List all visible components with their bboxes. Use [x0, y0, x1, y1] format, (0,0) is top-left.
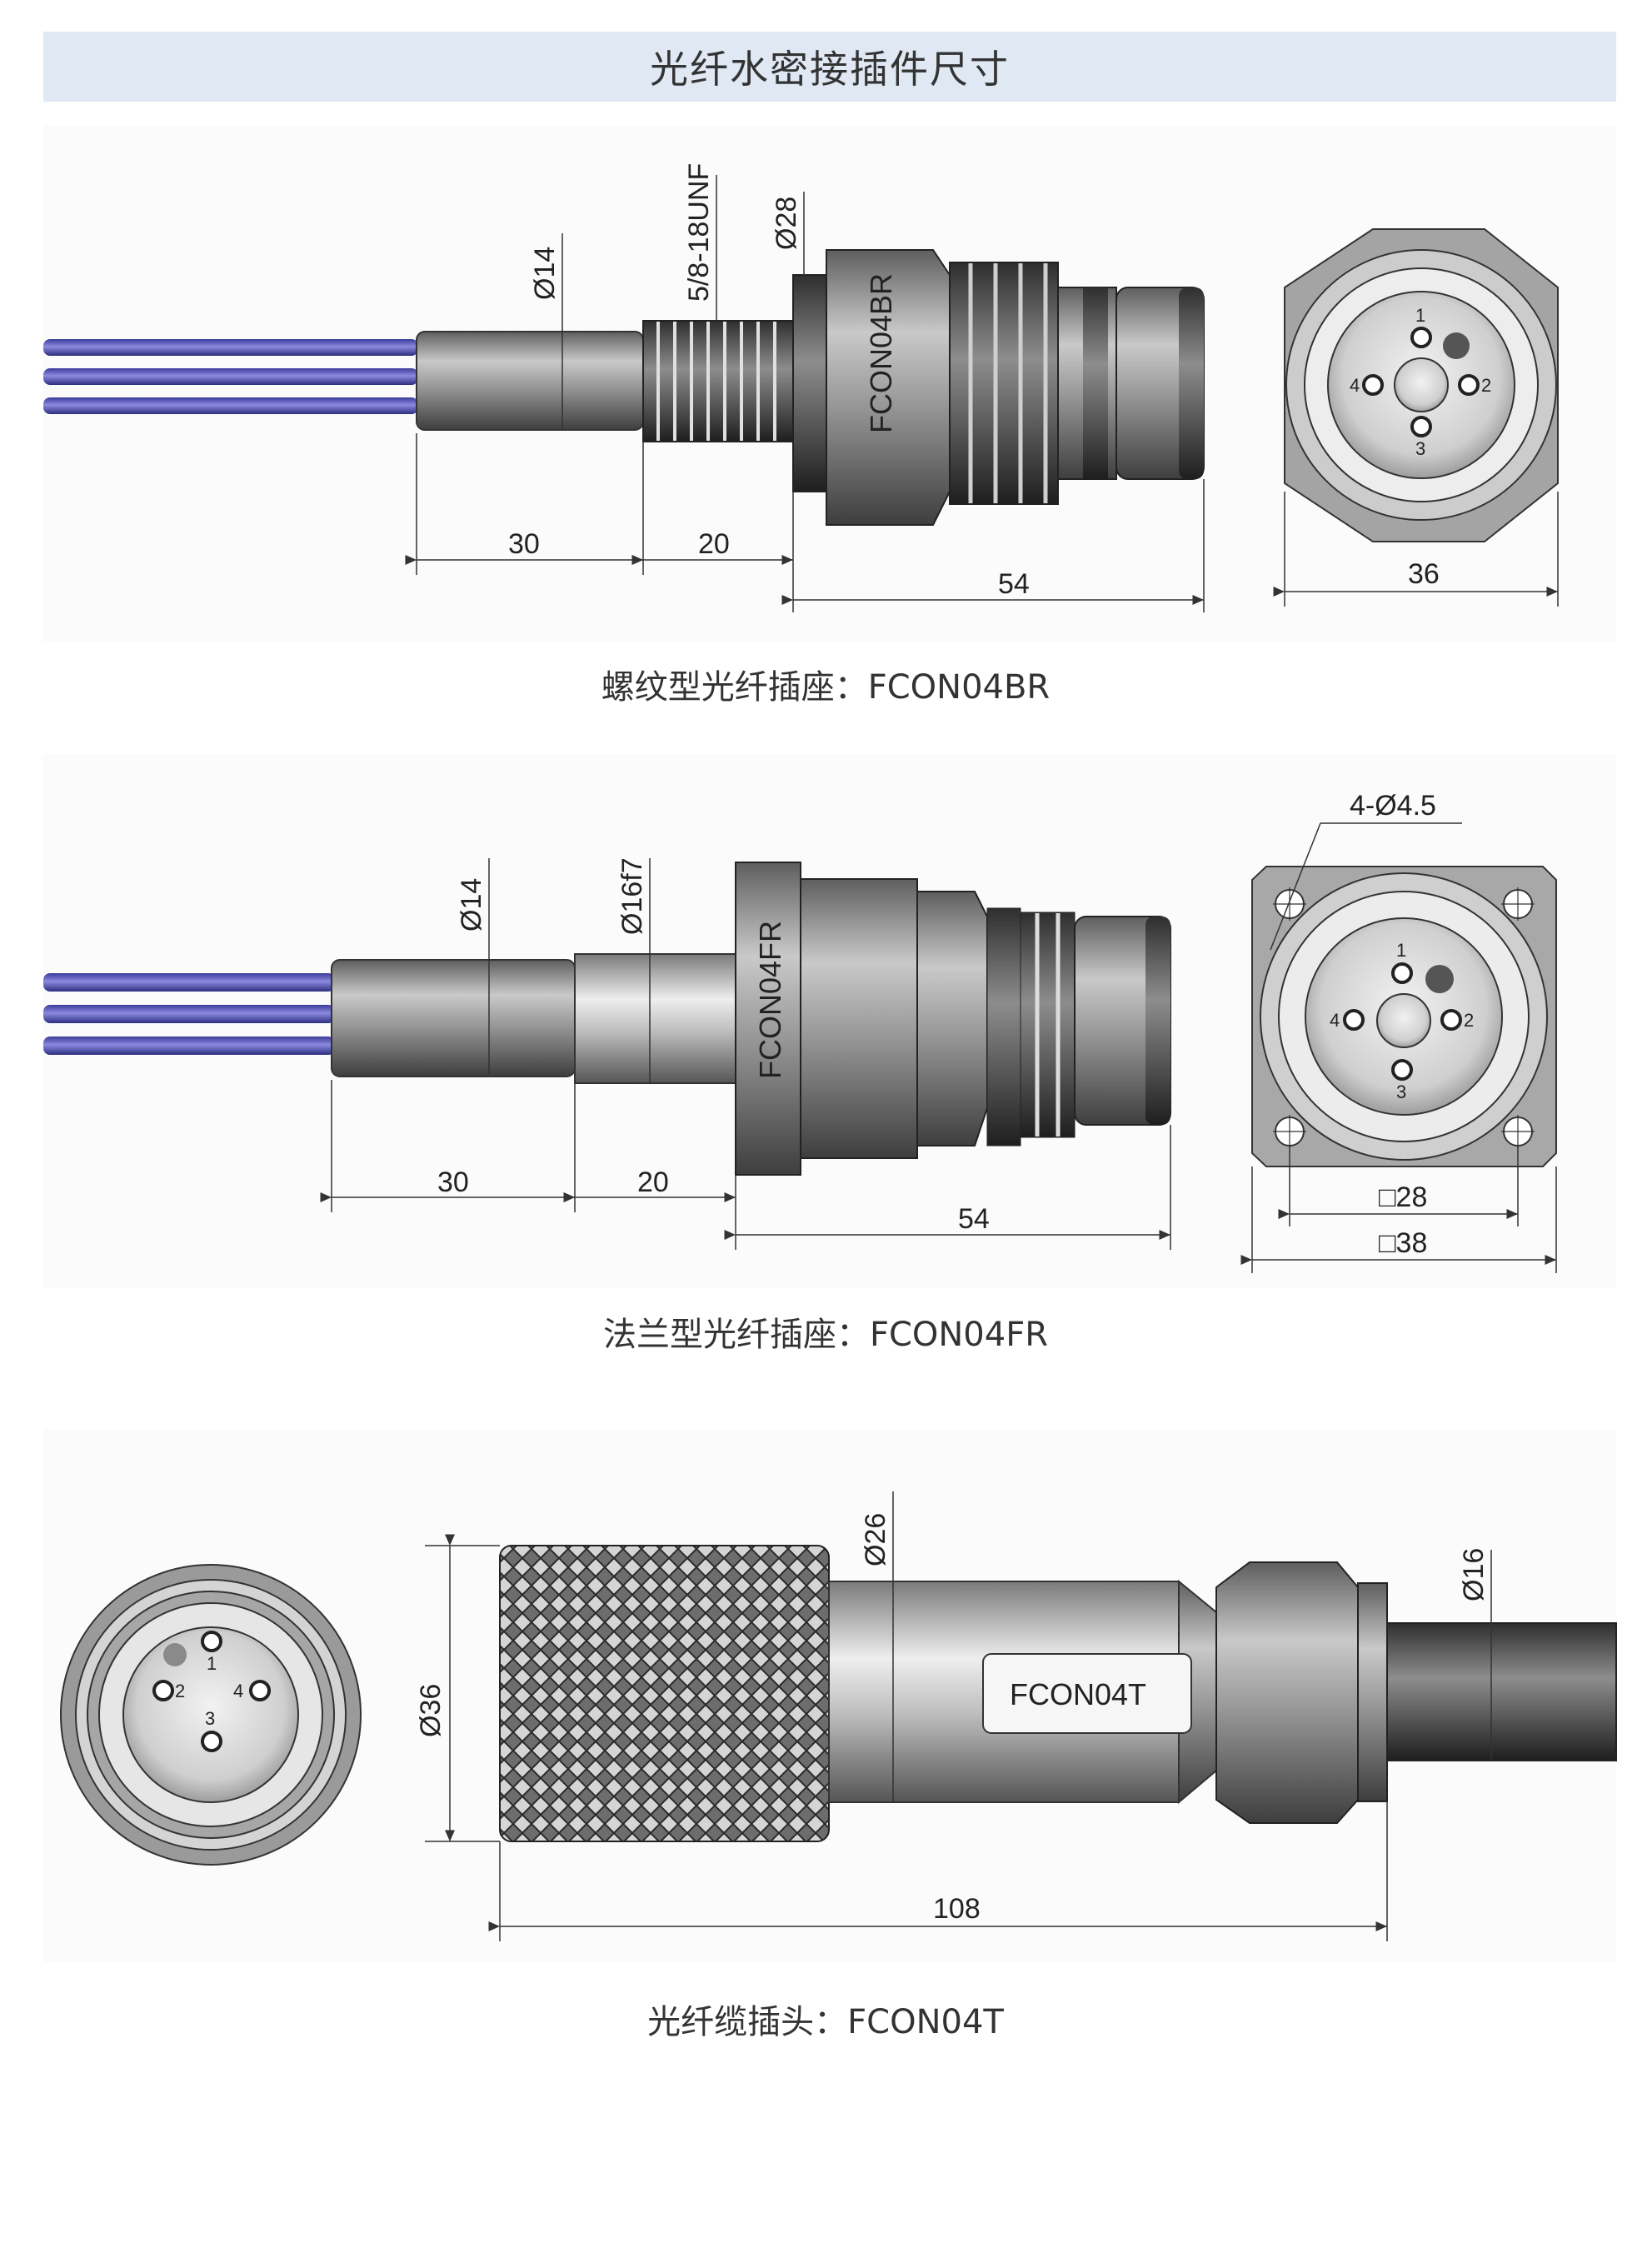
knurled-coupling-nut: [499, 1545, 830, 1842]
cable: [1386, 1622, 1617, 1761]
section-flange-receptacle: FCON04FR 30 20 54 Ø14 Ø16f7: [43, 754, 1616, 1354]
front-thread: [949, 262, 1059, 505]
pin-label-2: 2: [1464, 1010, 1474, 1031]
dim-length-30: 30: [437, 1166, 469, 1198]
dim-dia-14: Ø14: [529, 247, 561, 300]
contact-pin: [1391, 962, 1413, 984]
dim-dia-16f7: Ø16f7: [616, 857, 648, 935]
fiber-lead: [43, 1005, 335, 1023]
contact-socket: [249, 1680, 271, 1701]
end-view-flange: 1 2 3 4: [1240, 790, 1557, 1273]
shaft-16f7: [574, 953, 736, 1084]
dim-holes: 4-Ø4.5: [1350, 790, 1436, 822]
dim-length-20: 20: [698, 528, 730, 560]
dim-thread: 5/8-18UNF: [683, 163, 715, 302]
body-marking: FCON04T: [1010, 1677, 1146, 1711]
dim-square-28: □28: [1379, 1181, 1427, 1213]
caption-cable-plug: 光纤缆插头：FCON04T: [647, 2003, 1004, 2041]
page-header: 光纤水密接插件尺寸: [43, 32, 1616, 102]
contact-face: [122, 1626, 299, 1803]
dim-dia-16: Ø16: [1458, 1548, 1490, 1601]
contact-pin: [1458, 374, 1480, 396]
fiber-lead: [43, 397, 418, 414]
contact-socket: [201, 1631, 222, 1652]
dim-length-54: 54: [998, 568, 1030, 600]
dim-square-38: □38: [1379, 1227, 1427, 1259]
pin-label-1: 1: [1415, 305, 1425, 326]
page-title: 光纤水密接插件尺寸: [650, 47, 1010, 92]
cable-gland-nut: [1215, 1561, 1359, 1824]
fiber-lead: [43, 339, 418, 356]
caption-threaded: 螺纹型光纤插座：FCON04BR: [601, 668, 1050, 707]
flange-plate: [735, 862, 801, 1176]
contact-pin: [1343, 1009, 1365, 1031]
section-cable-plug: 1 2 3 4 FCON04T Ø36 Ø26 Ø16 108 光纤缆插头：FC…: [43, 1429, 1617, 2041]
tail-sleeve: [331, 959, 576, 1077]
body-marking: FCON04BR: [864, 273, 898, 433]
key-pin: [1443, 332, 1470, 359]
fiber-lead: [43, 973, 335, 992]
pin-label-4: 4: [1350, 375, 1360, 396]
thread-section: [642, 320, 794, 442]
fiber-lead: [43, 368, 418, 385]
pin-label-2: 2: [175, 1681, 185, 1701]
pin-label-2: 2: [1481, 375, 1491, 396]
pin-label-1: 1: [207, 1653, 217, 1674]
dim-dia-14: Ø14: [456, 878, 487, 932]
dim-dia-28: Ø28: [771, 197, 802, 250]
section-threaded-receptacle: FCON04BR 30 20 54 Ø14 5/8-18UNF Ø28: [43, 125, 1616, 707]
pin-label-3: 3: [1415, 438, 1425, 459]
contact-pin: [1410, 327, 1432, 348]
pin-label-3: 3: [205, 1708, 215, 1729]
contact-pin: [1440, 1009, 1462, 1031]
contact-pin: [1362, 374, 1384, 396]
tail-sleeve: [416, 331, 644, 431]
end-view-threaded: 1 2 3 4 36: [1273, 228, 1559, 607]
key-socket: [163, 1643, 187, 1666]
dim-width-36: 36: [1408, 558, 1440, 590]
contact-pin: [1391, 1059, 1413, 1081]
key-pin: [1425, 965, 1454, 993]
dim-dia-26: Ø26: [860, 1513, 891, 1566]
body-housing: [800, 878, 918, 1159]
body-marking: FCON04FR: [753, 921, 787, 1079]
hex-nut: [916, 891, 988, 1146]
marking-flat: [982, 1653, 1192, 1734]
dim-length-108: 108: [933, 1893, 981, 1925]
dim-dia-36: Ø36: [415, 1684, 447, 1737]
pin-label-3: 3: [1396, 1082, 1406, 1102]
contact-socket: [201, 1731, 222, 1752]
dim-length-54: 54: [958, 1203, 990, 1235]
pin-label-4: 4: [1330, 1010, 1340, 1031]
caption-flange: 法兰型光纤插座：FCON04FR: [603, 1316, 1048, 1354]
fiber-lead: [43, 1037, 335, 1055]
dim-length-20: 20: [637, 1166, 669, 1198]
contact-pin: [1410, 416, 1432, 437]
end-view-plug: 1 2 3 4: [60, 1564, 362, 1866]
contact-socket: [152, 1680, 174, 1701]
dim-length-30: 30: [508, 528, 540, 560]
pin-label-4: 4: [233, 1681, 243, 1701]
pin-label-1: 1: [1396, 940, 1406, 961]
